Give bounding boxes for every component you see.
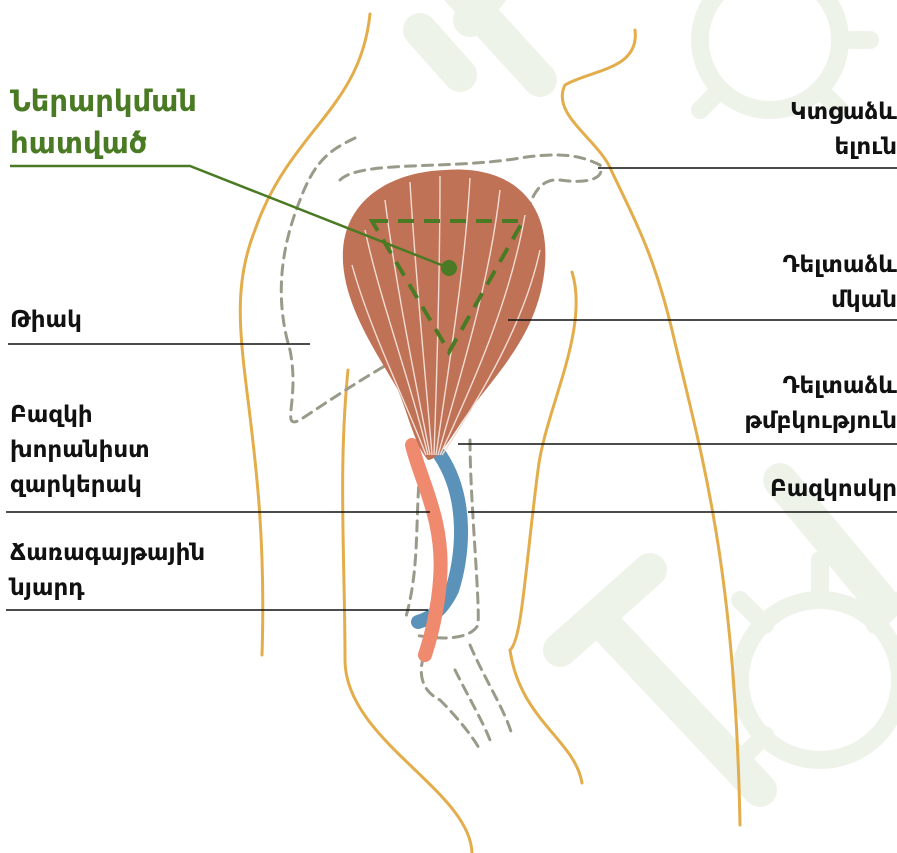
deltoid-muscle-shape [343,170,546,460]
label-deltoid-muscle: Դելտաձև մկան [783,248,897,318]
label-deltoid-tuberosity: Դելտաձև թմբկություն [744,369,897,439]
label-shoulder: Թիակ [10,303,82,338]
label-acromion: Կտցաձև ելուն [790,95,897,165]
body-outline [240,14,740,853]
label-injection-site: Ներարկման հատված [10,80,197,164]
label-brachial-artery: Բազկի խորանիստ զարկերակ [10,398,150,503]
label-radial-nerve: Ճառագայթային նյարդ [10,536,205,606]
label-humerus: Բազկոսկր [770,472,897,507]
